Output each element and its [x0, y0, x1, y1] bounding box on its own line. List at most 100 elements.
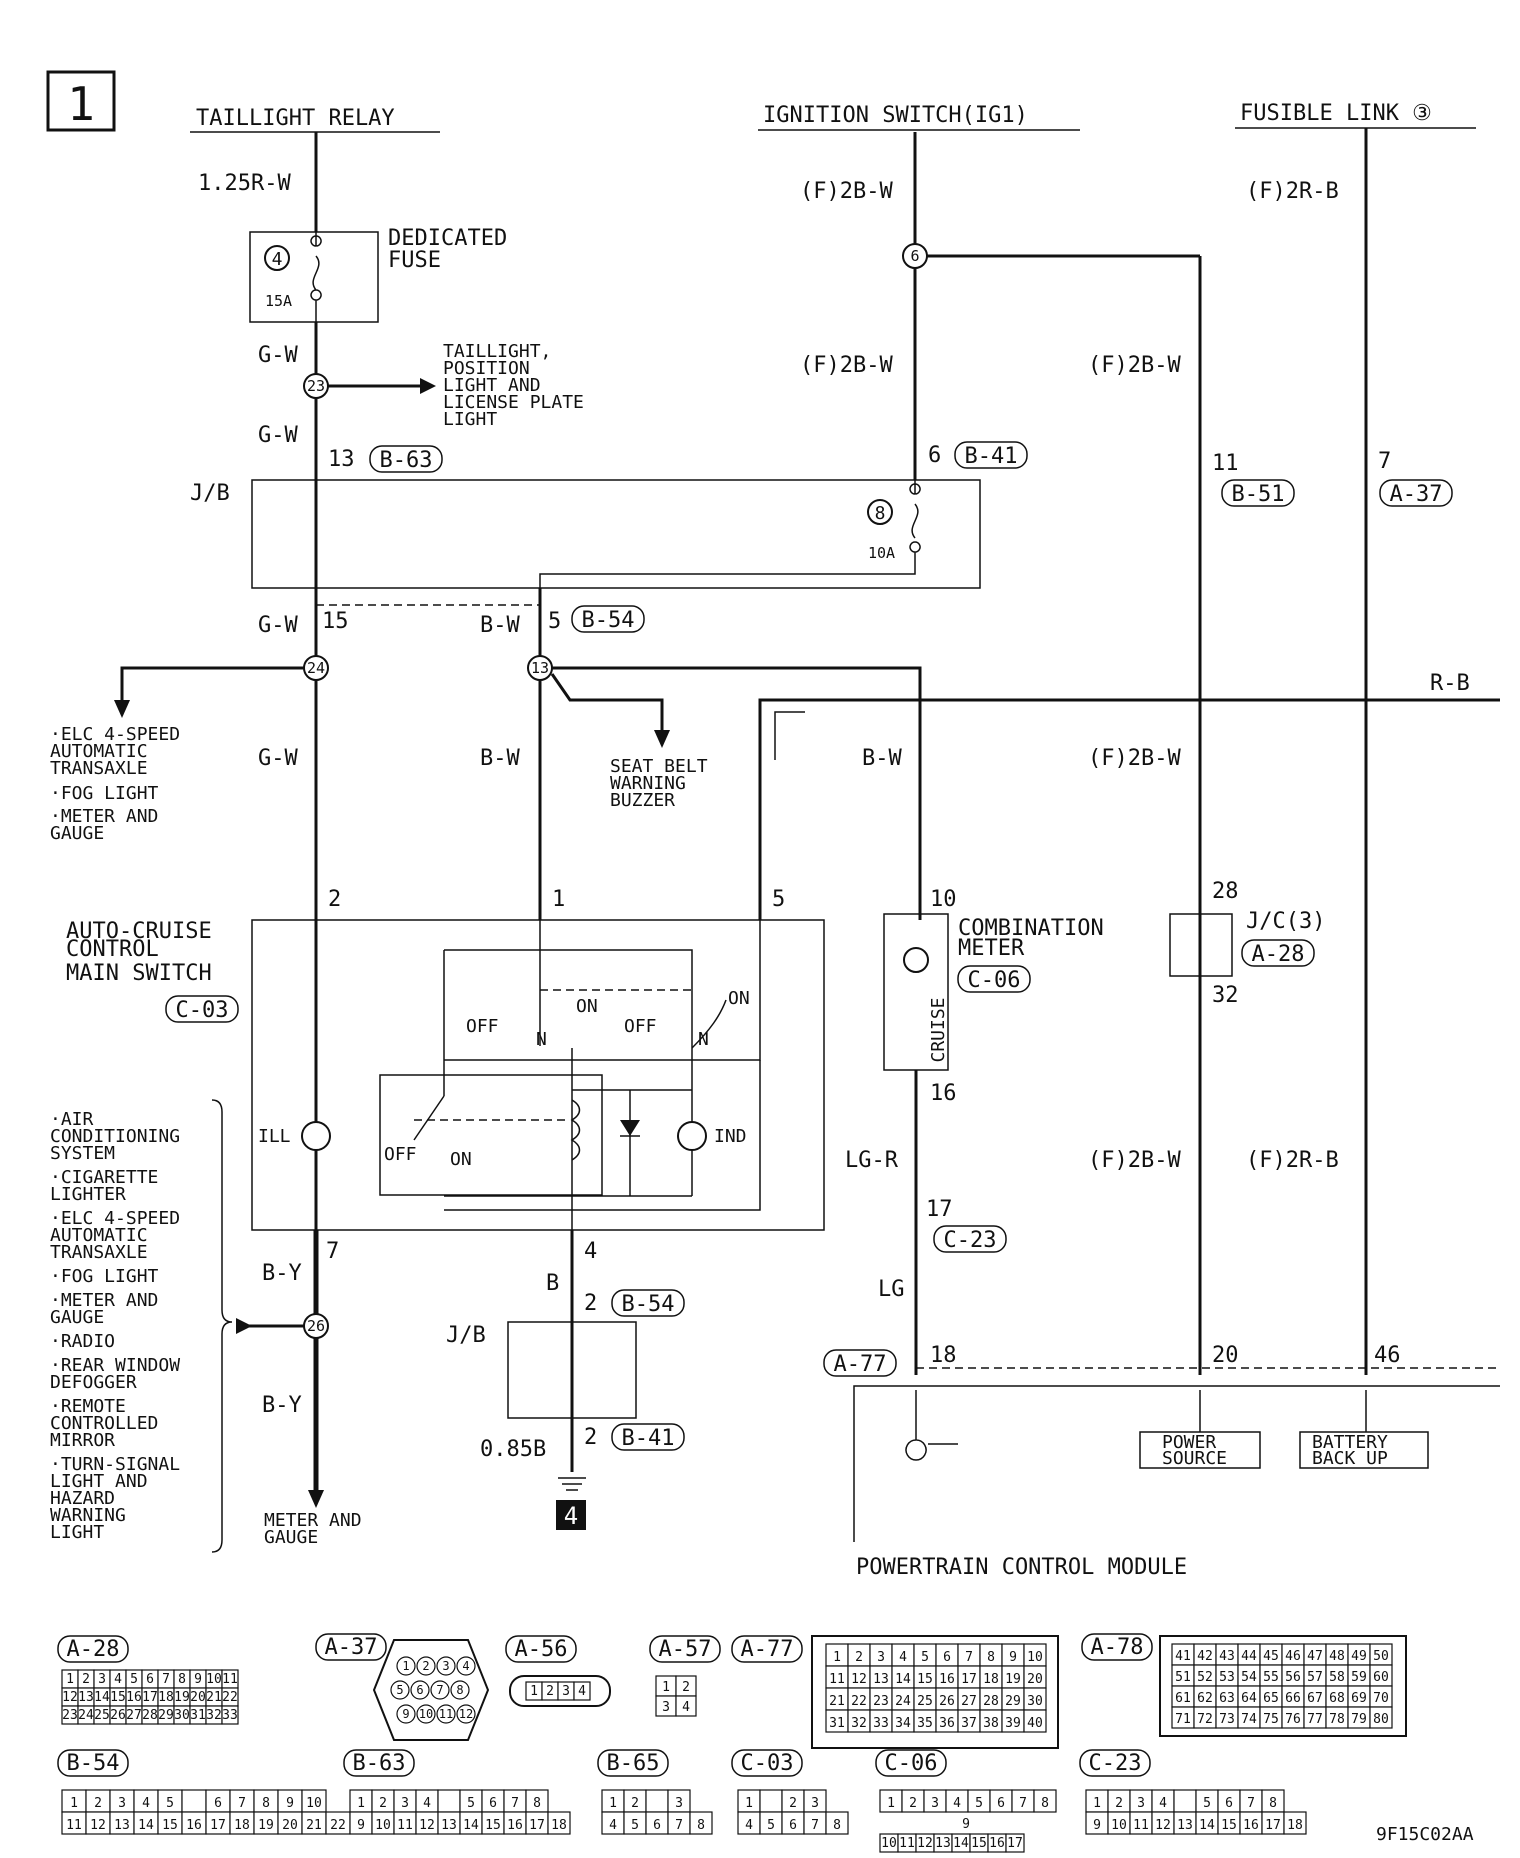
pin-number: 78 [1329, 1712, 1345, 1727]
pin-number: 28 [142, 1708, 158, 1723]
fuse-amp: 15A [265, 292, 292, 310]
pin-number: 2 [789, 1796, 797, 1811]
wire-label: (F)2B-W [1088, 746, 1181, 771]
arrow-right-icon [420, 378, 436, 394]
pin-number: 6 [789, 1818, 797, 1833]
pin-number: 2 [422, 1659, 429, 1673]
pin-label: 6 [928, 443, 941, 468]
pin-circle [436, 1656, 456, 1676]
pin-circle [390, 1680, 410, 1700]
connector-label: C-06 [968, 968, 1021, 993]
pin-number: 18 [983, 1672, 999, 1687]
pin-number: 48 [1329, 1649, 1345, 1664]
connector-label: B-41 [622, 1426, 675, 1451]
fuse-amp: 10A [868, 544, 895, 562]
pin-number: 1 [357, 1796, 365, 1811]
pin-number: 18 [551, 1818, 567, 1833]
connector-label: A-37 [1390, 482, 1443, 507]
brace [211, 1099, 233, 1553]
arrow-right-icon [236, 1318, 252, 1334]
pin-number: 16 [989, 1836, 1005, 1851]
connector-badge [165, 995, 239, 1023]
pin-number: 6 [146, 1672, 154, 1687]
pin-number: 1 [66, 1672, 74, 1687]
pin-number: 49 [1351, 1649, 1367, 1664]
pin-number: 14 [138, 1818, 154, 1833]
pin-number: 19 [1005, 1672, 1021, 1687]
pin-cell [645, 1789, 669, 1813]
wire-label: 1.25R-W [198, 171, 291, 196]
pin-number: 67 [1307, 1691, 1323, 1706]
auto-cruise-label: AUTO-CRUISE CONTROL MAIN SWITCH [66, 919, 212, 986]
relay-box [379, 1074, 603, 1196]
svg-text:CONDITIONING: CONDITIONING [50, 1126, 180, 1147]
svg-text:·CIGARETTE: ·CIGARETTE [50, 1167, 158, 1188]
pin-number: 33 [873, 1716, 889, 1731]
pin-number: 8 [1041, 1796, 1049, 1811]
pin-number: 10 [1027, 1650, 1043, 1665]
wire-label: G-W [258, 613, 298, 638]
auto-cruise-switch-box [251, 919, 825, 1231]
connector-badge [954, 441, 1028, 469]
pin-number: 5 [166, 1796, 174, 1811]
pin-number: 23 [62, 1708, 78, 1723]
pin-circle [416, 1704, 436, 1724]
pin-number: 3 [98, 1672, 106, 1687]
pin-number: 30 [174, 1708, 190, 1723]
svg-text:TRANSAXLE: TRANSAXLE [50, 1242, 148, 1263]
pin-number: 7 [1019, 1796, 1027, 1811]
seatbelt-text: SEAT BELT WARNING BUZZER [610, 756, 708, 811]
pin-number: 24 [895, 1694, 911, 1709]
pin-number: 9 [357, 1818, 365, 1833]
wire-label: LG-R [845, 1148, 899, 1173]
pin-number: 14 [953, 1836, 969, 1851]
connector-label: C-23 [1089, 1751, 1142, 1776]
pin-number: 21 [306, 1818, 322, 1833]
connector-badge [1079, 1749, 1151, 1777]
svg-text:GAUGE: GAUGE [264, 1527, 318, 1548]
connector-label: B-65 [607, 1751, 660, 1776]
pin-label: 46 [1374, 1343, 1401, 1368]
wire-label: G-W [258, 746, 298, 771]
pin-cell [1283, 1811, 1307, 1835]
wire-label: (F)2B-W [800, 179, 893, 204]
pin-number: 1 [1093, 1796, 1101, 1811]
header-taillight-relay: TAILLIGHT RELAY [196, 106, 395, 131]
pin-number: 12 [419, 1818, 435, 1833]
pin-label: 32 [1212, 983, 1239, 1008]
pin-number: 12 [62, 1690, 78, 1705]
pin-number: 3 [931, 1796, 939, 1811]
node-label: 23 [307, 377, 325, 395]
pin-number: 59 [1351, 1670, 1367, 1685]
pin-number: 46 [1285, 1649, 1301, 1664]
svg-text:·REMOTE: ·REMOTE [50, 1396, 126, 1417]
pin-number: 15 [110, 1690, 126, 1705]
pin-number: 6 [943, 1650, 951, 1665]
pin-number: 11 [899, 1836, 915, 1851]
pin-number: 71 [1175, 1712, 1191, 1727]
svg-text:·REAR WINDOW: ·REAR WINDOW [50, 1355, 180, 1376]
pin-number: 13 [441, 1818, 457, 1833]
pin-circle [436, 1704, 456, 1724]
pin-number: 12 [1155, 1818, 1171, 1833]
pin-number: 1 [530, 1684, 538, 1699]
svg-text:LIGHT AND: LIGHT AND [50, 1471, 148, 1492]
fuse-number-circle [264, 245, 290, 271]
connector-badge [57, 1749, 129, 1777]
connector-label: A-77 [834, 1352, 887, 1377]
power-source-box [1139, 1431, 1261, 1469]
taillight-dest-text: TAILLIGHT, POSITION LIGHT AND LICENSE PL… [443, 341, 584, 430]
pin-number: 20 [282, 1818, 298, 1833]
svg-text:·FOG LIGHT: ·FOG LIGHT [50, 783, 159, 804]
pin-label: 5 [548, 609, 561, 634]
pin-number: 8 [262, 1796, 270, 1811]
pin-label: 5 [772, 887, 785, 912]
pin-number: 32 [851, 1716, 867, 1731]
pin-number: 1 [887, 1796, 895, 1811]
pin-number: 44 [1241, 1649, 1257, 1664]
pin-number: 21 [829, 1694, 845, 1709]
pin-label: 15 [322, 609, 349, 634]
pin-number: 14 [1199, 1818, 1215, 1833]
switch-internal [444, 1080, 693, 1197]
pin-number: 5 [767, 1818, 775, 1833]
